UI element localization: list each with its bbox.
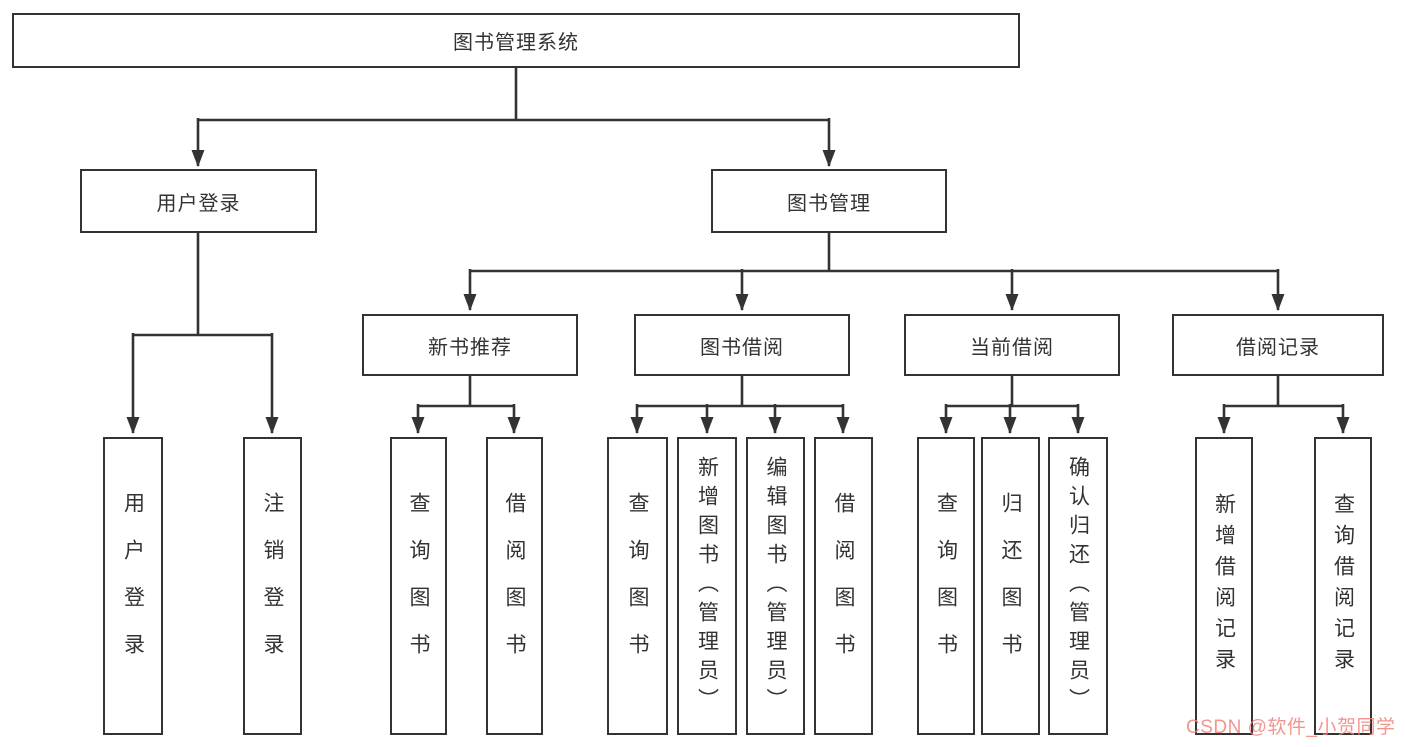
node-book-management: 图书管理	[711, 169, 947, 233]
node-current-borrow-label: 当前借阅	[970, 336, 1054, 359]
leaf-query-books-recommend: 查询图书	[390, 437, 447, 735]
leaf-query-books-recommend-label: 查询图书	[407, 492, 430, 680]
leaf-add-borrow-record-label: 新增借阅记录	[1212, 493, 1236, 679]
leaf-query-borrow-record-label: 查询借阅记录	[1331, 493, 1355, 679]
node-borrow-records-label: 借阅记录	[1236, 336, 1320, 359]
leaf-query-books-borrow: 查询图书	[607, 437, 668, 735]
node-new-book-recommend-label: 新书推荐	[428, 336, 512, 359]
leaf-logout-label: 注销登录	[261, 492, 284, 680]
leaf-query-borrow-record: 查询借阅记录	[1314, 437, 1372, 735]
leaf-add-book-admin-label: 新增图书（管理员）	[695, 455, 719, 717]
leaf-confirm-return-admin-label: 确认归还（管理员）	[1066, 455, 1090, 717]
leaf-user-login-label: 用户登录	[121, 492, 145, 680]
node-current-borrow: 当前借阅	[904, 314, 1120, 376]
leaf-query-books-current: 查询图书	[917, 437, 975, 735]
root-node-label: 图书管理系统	[453, 32, 579, 54]
leaf-edit-book-admin: 编辑图书（管理员）	[746, 437, 805, 735]
leaf-add-book-admin: 新增图书（管理员）	[677, 437, 737, 735]
node-user-login-label: 用户登录	[156, 192, 241, 215]
leaf-confirm-return-admin: 确认归还（管理员）	[1048, 437, 1108, 735]
leaf-return-books-label: 归还图书	[999, 492, 1022, 680]
root-node: 图书管理系统	[12, 13, 1020, 68]
leaf-edit-book-admin-label: 编辑图书（管理员）	[764, 455, 787, 717]
leaf-borrow-books-label: 借阅图书	[832, 492, 855, 680]
node-book-management-label: 图书管理	[787, 192, 871, 215]
node-new-book-recommend: 新书推荐	[362, 314, 578, 376]
leaf-borrow-books-recommend: 借阅图书	[486, 437, 543, 735]
leaf-query-books-borrow-label: 查询图书	[626, 492, 649, 680]
node-book-borrow-label: 图书借阅	[700, 336, 784, 359]
leaf-add-borrow-record: 新增借阅记录	[1195, 437, 1253, 735]
leaf-borrow-books: 借阅图书	[814, 437, 873, 735]
leaf-borrow-books-recommend-label: 借阅图书	[503, 492, 526, 680]
leaf-logout: 注销登录	[243, 437, 302, 735]
node-book-borrow: 图书借阅	[634, 314, 850, 376]
node-borrow-records: 借阅记录	[1172, 314, 1384, 376]
node-user-login: 用户登录	[80, 169, 317, 233]
leaf-user-login: 用户登录	[103, 437, 163, 735]
leaf-query-books-current-label: 查询图书	[934, 492, 958, 680]
leaf-return-books: 归还图书	[981, 437, 1040, 735]
